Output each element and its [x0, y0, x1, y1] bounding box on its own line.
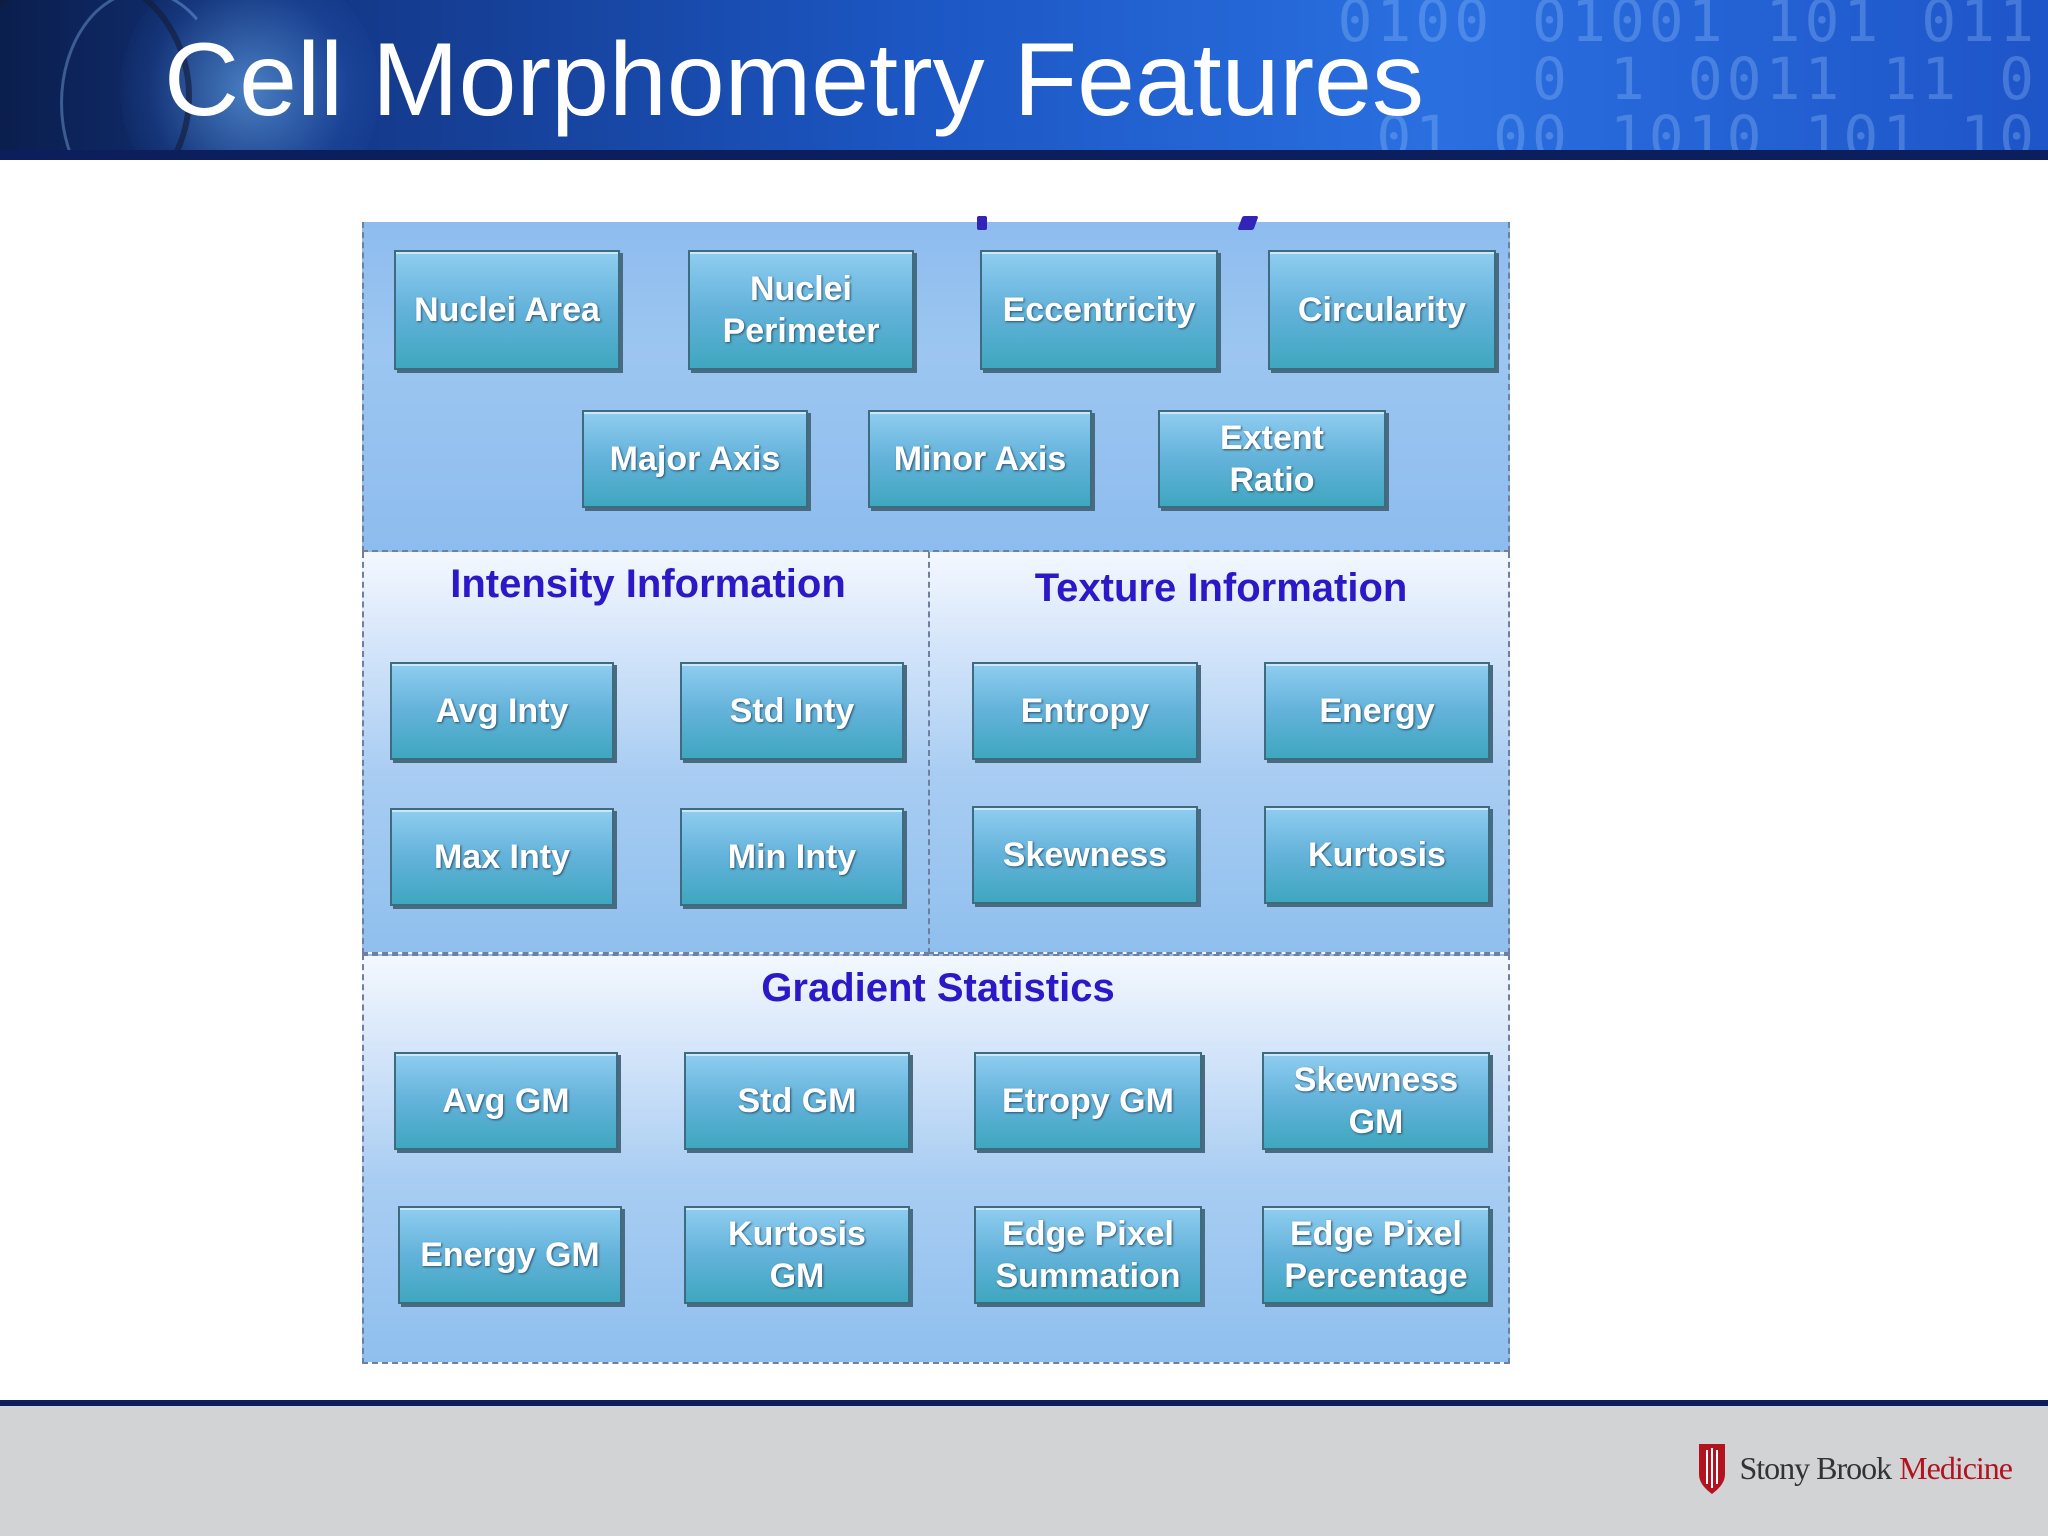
- banner-arc-light: [60, 0, 226, 160]
- slide-title: Cell Morphometry Features: [164, 22, 1424, 138]
- shape-features-panel: Nuclei Area Nuclei Perimeter Eccentricit…: [362, 216, 1510, 552]
- texture-panel: Texture Information Entropy Energy Skewn…: [928, 552, 1510, 954]
- nuclei-area-box: Nuclei Area: [394, 250, 620, 370]
- feature-diagram: Nuclei Area Nuclei Perimeter Eccentricit…: [362, 216, 1510, 1364]
- min-inty-box: Min Inty: [680, 808, 904, 906]
- binary-pattern: 0100 01001 101 011 0 1 0011 11 0 01 00 1…: [1337, 0, 2038, 160]
- skewness-box: Skewness: [972, 806, 1198, 904]
- std-inty-box: Std Inty: [680, 662, 904, 760]
- header-banner: 0100 01001 101 011 0 1 0011 11 0 01 00 1…: [0, 0, 2048, 160]
- minor-axis-box: Minor Axis: [868, 410, 1092, 508]
- energy-gm-box: Energy GM: [398, 1206, 622, 1304]
- nuclei-perimeter-box: Nuclei Perimeter: [688, 250, 914, 370]
- gradient-panel: Gradient Statistics Avg GM Std GM Etropy…: [362, 954, 1510, 1364]
- cropped-title-fragment: [1237, 216, 1259, 230]
- kurtosis-gm-box: Kurtosis GM: [684, 1206, 910, 1304]
- banner-underline: [0, 150, 2048, 160]
- stony-brook-logo: Stony Brook Medicine: [1695, 1440, 2013, 1496]
- footer-rule: [0, 1400, 2048, 1406]
- intensity-panel: Intensity Information Avg Inty Std Inty …: [362, 552, 930, 954]
- texture-title: Texture Information: [1034, 566, 1408, 610]
- edge-pixel-percentage-box: Edge Pixel Percentage: [1262, 1206, 1490, 1304]
- shield-icon: [1699, 1444, 1726, 1494]
- circularity-box: Circularity: [1268, 250, 1496, 370]
- intensity-title: Intensity Information: [450, 562, 846, 606]
- extent-ratio-box: Extent Ratio: [1158, 410, 1386, 508]
- major-axis-box: Major Axis: [582, 410, 808, 508]
- etropy-gm-box: Etropy GM: [974, 1052, 1202, 1150]
- std-gm-box: Std GM: [684, 1052, 910, 1150]
- cropped-title-fragment: [977, 216, 987, 230]
- avg-gm-box: Avg GM: [394, 1052, 618, 1150]
- max-inty-box: Max Inty: [390, 808, 614, 906]
- logo-text-stony-brook: Stony Brook: [1739, 1449, 1892, 1486]
- footer-bar: Stony Brook Medicine: [0, 1400, 2048, 1536]
- gradient-title: Gradient Statistics: [761, 966, 1115, 1010]
- energy-box: Energy: [1264, 662, 1490, 760]
- eccentricity-box: Eccentricity: [980, 250, 1218, 370]
- entropy-box: Entropy: [972, 662, 1198, 760]
- avg-inty-box: Avg Inty: [390, 662, 614, 760]
- skewness-gm-box: Skewness GM: [1262, 1052, 1490, 1150]
- edge-pixel-summation-box: Edge Pixel Summation: [974, 1206, 1202, 1304]
- kurtosis-box: Kurtosis: [1264, 806, 1490, 904]
- logo-text-medicine: Medicine: [1899, 1449, 2013, 1486]
